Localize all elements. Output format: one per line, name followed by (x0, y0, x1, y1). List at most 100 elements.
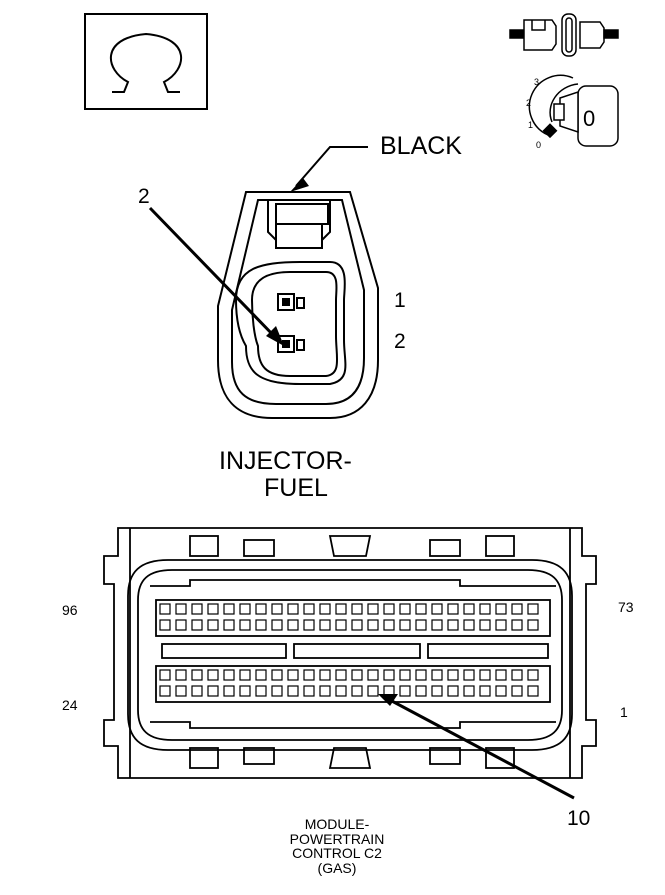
pin-cavity (239, 603, 251, 615)
pcm-name-line4: (GAS) (317, 860, 357, 877)
pin-cavity (415, 603, 427, 615)
pin-cavity (303, 603, 315, 615)
pin-cavity (447, 685, 459, 697)
pin-cavity (463, 619, 475, 631)
color-leader-arrow (290, 146, 368, 192)
pin-cavity (351, 619, 363, 631)
pin-cavity (527, 603, 539, 615)
pin-cavity (207, 669, 219, 681)
pin-cavity (431, 603, 443, 615)
pin-cavity (175, 603, 187, 615)
pcm-left-bottom-pin-label: 24 (62, 697, 78, 713)
pin-cavity (367, 603, 379, 615)
pin-cavity (495, 603, 507, 615)
key-position-3: 3 (534, 77, 540, 87)
pin-cavity (399, 685, 411, 697)
pin-cavity (351, 669, 363, 681)
pin-cavity (463, 669, 475, 681)
pin-cavity (367, 619, 379, 631)
pin-cavity (159, 619, 171, 631)
pin-cavity (287, 685, 299, 697)
injector-pin-callout-label: 2 (138, 185, 150, 208)
pin-cavity (511, 619, 523, 631)
pin-cavity (463, 685, 475, 697)
pin-cavity (223, 669, 235, 681)
pcm-pin-callout-arrow (378, 694, 575, 800)
pin-cavity (383, 669, 395, 681)
pin-cavity (351, 685, 363, 697)
pin-cavity (383, 619, 395, 631)
pin-cavity (287, 603, 299, 615)
pin-cavity (511, 669, 523, 681)
pcm-right-top-pin-label: 73 (618, 599, 634, 615)
pcm-left-top-pin-label: 96 (62, 602, 78, 618)
pin-cavity (511, 685, 523, 697)
pin-cavity (399, 619, 411, 631)
pin-cavity (223, 619, 235, 631)
pin-cavity (319, 669, 331, 681)
key-position-1: 1 (528, 120, 534, 130)
injector-pin-callout-arrow (148, 206, 284, 346)
pin-cavity (207, 619, 219, 631)
pin-cavity (495, 685, 507, 697)
pin-cavity (175, 619, 187, 631)
pin-cavity (287, 669, 299, 681)
pin-cavity (335, 619, 347, 631)
pin-cavity (271, 669, 283, 681)
pin-cavity (527, 669, 539, 681)
pcm-right-bottom-pin-label: 1 (620, 704, 628, 720)
pcm-connector (103, 527, 597, 779)
pin-cavity (207, 685, 219, 697)
pin-cavity (527, 619, 539, 631)
pcm-name-line2: POWERTRAIN (289, 830, 385, 847)
pin-cavity (527, 685, 539, 697)
pin-cavity (287, 619, 299, 631)
injector-connector (217, 191, 379, 419)
pin-cavity (415, 685, 427, 697)
injector-name-line2: FUEL (264, 474, 328, 502)
key-position-0: 0 (536, 140, 542, 150)
pin-cavity (191, 603, 203, 615)
pin-cavity (239, 669, 251, 681)
pin-cavity (351, 603, 363, 615)
pin-cavity (431, 619, 443, 631)
pin-cavity (271, 603, 283, 615)
pin-cavity (191, 669, 203, 681)
pin-cavity (175, 685, 187, 697)
pin-cavity (271, 619, 283, 631)
pin-cavity (415, 669, 427, 681)
pcm-pin-callout-label: 10 (567, 807, 591, 830)
pin-cavity (191, 685, 203, 697)
pin-cavity (255, 685, 267, 697)
pcm-name-line3: CONTROL C2 (292, 845, 382, 862)
pin-cavity (239, 619, 251, 631)
connector-icon (509, 13, 619, 57)
pin-cavity (415, 619, 427, 631)
ignition-key-icon (528, 74, 619, 147)
pin-cavity (479, 619, 491, 631)
pcm-pin-grid (159, 603, 539, 697)
pin-cavity (255, 619, 267, 631)
pin-cavity (399, 603, 411, 615)
pin-cavity (479, 685, 491, 697)
pin-cavity (223, 685, 235, 697)
pin-cavity (303, 685, 315, 697)
pin-cavity (367, 685, 379, 697)
pin-cavity (303, 669, 315, 681)
pin-cavity (431, 669, 443, 681)
pin-cavity (383, 603, 395, 615)
pin-cavity (223, 603, 235, 615)
key-face-label: 0 (583, 106, 596, 131)
pin-cavity (255, 669, 267, 681)
pin-cavity (159, 603, 171, 615)
pin-cavity (191, 619, 203, 631)
omega-symbol-icon (84, 13, 208, 110)
pin-cavity (431, 685, 443, 697)
pin-cavity (303, 619, 315, 631)
pin-cavity (511, 603, 523, 615)
pcm-name-label: MODULE- POWERTRAIN CONTROL C2 (GAS) (282, 817, 392, 876)
connector-color-label: BLACK (380, 132, 462, 160)
pin-cavity (319, 603, 331, 615)
pin-cavity (447, 669, 459, 681)
